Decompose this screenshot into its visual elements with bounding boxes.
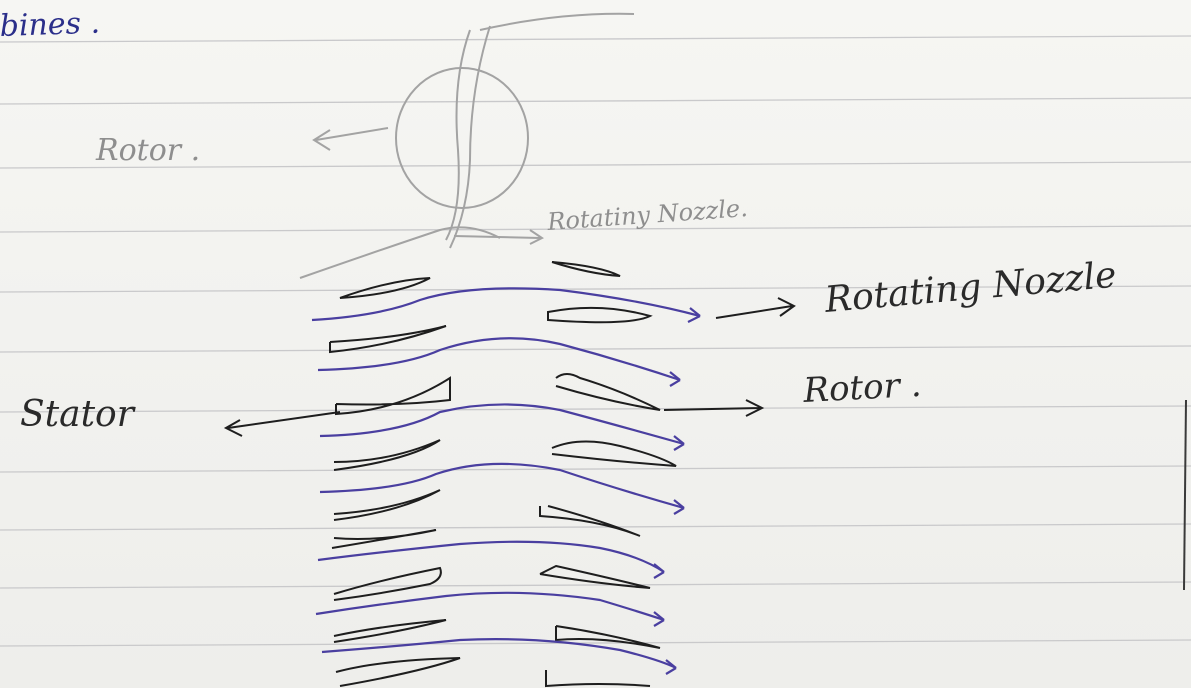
rotor-pencil-label: Rotor . [95, 133, 200, 168]
stator-blade [336, 378, 450, 414]
streamline [312, 288, 700, 320]
heading-fragment: bines . [0, 6, 101, 44]
rotor-blade [540, 506, 640, 536]
nozzle-pointer-arrow [454, 230, 542, 244]
rotor-blade [556, 626, 660, 648]
stator-blade-row [330, 278, 460, 686]
stator-blade [330, 326, 446, 352]
stator-arrow [226, 412, 340, 436]
rotating-nozzle-pencil-label: Rotatiny Nozzle. [545, 194, 748, 236]
pencil-rotor-sketch [300, 14, 634, 278]
rotor-pointer-arrow [314, 128, 388, 150]
stator-label: Stator [20, 394, 136, 435]
rotor-label: Rotor . [801, 365, 922, 411]
stator-blade [334, 440, 440, 470]
rotor-shaft-2 [450, 26, 490, 248]
streamline-arrowhead [666, 660, 676, 674]
rotor-blade [552, 441, 676, 466]
margin-mark [1184, 400, 1186, 590]
rotor-top-wing [480, 14, 634, 30]
rotor-wing [300, 227, 500, 278]
stator-blade [334, 490, 440, 520]
rotor-blade [548, 308, 650, 322]
rotor-blade [556, 374, 660, 410]
rotating-nozzle-arrow [716, 298, 794, 318]
rotating-nozzle-label: Rotating Nozzle [822, 255, 1118, 321]
streamline [316, 593, 664, 620]
rotor-circle [396, 68, 528, 208]
label-arrows [226, 298, 794, 436]
ruled-lines [0, 36, 1191, 646]
streamline [318, 338, 680, 380]
rotor-blade [546, 670, 650, 686]
stator-blade [332, 530, 436, 548]
stator-blade [334, 620, 446, 642]
streamline-arrowhead [654, 564, 664, 578]
streamline [318, 542, 664, 572]
stator-blade [336, 658, 460, 686]
stator-blade [334, 568, 441, 600]
rotor-blade-row [540, 262, 676, 686]
rotor-blade [552, 262, 620, 276]
stator-blade [340, 278, 430, 298]
